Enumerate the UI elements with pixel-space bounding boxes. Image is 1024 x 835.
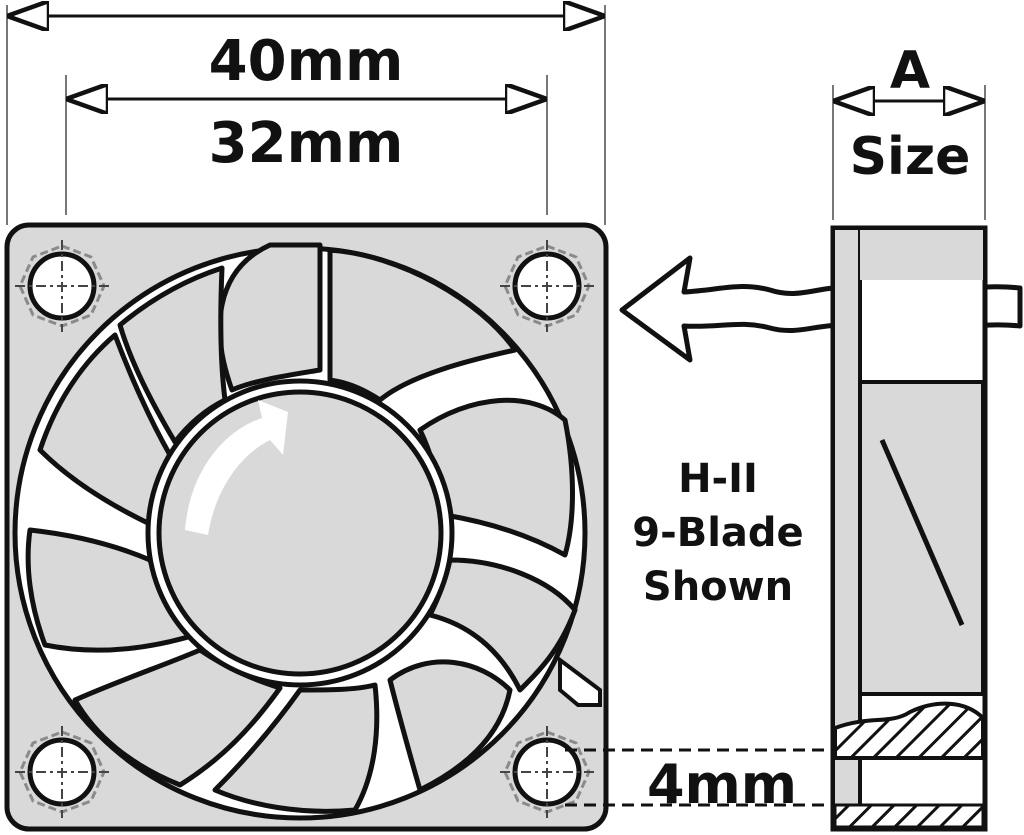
dimension-mount-offset: 4mm: [565, 748, 835, 816]
side-blade-line: [879, 439, 965, 626]
hole-spacing-label: 32mm: [209, 111, 404, 176]
side-bottom-flange: [833, 803, 985, 829]
blade: [212, 682, 380, 814]
blade: [387, 659, 513, 793]
dimension-outer-width: 40mm: [6, 5, 606, 225]
mounting-hole-top-right: [500, 240, 595, 332]
wire-notch: [558, 656, 602, 707]
mounting-hole-top-left: [15, 240, 110, 332]
side-body: [858, 380, 985, 696]
fan-side-view: [830, 225, 988, 832]
fan-blades: [25, 242, 578, 814]
note-line-3: Shown: [643, 564, 793, 610]
blade: [327, 247, 518, 403]
fan-front-view: [4, 222, 609, 832]
mounting-hole-bottom-right: [500, 726, 595, 818]
side-cutaway-hatch: [833, 701, 985, 760]
wavy-arrow-left-icon: [619, 255, 1023, 363]
dimension-hole-spacing: 32mm: [65, 75, 548, 215]
mount-offset-label: 4mm: [647, 753, 797, 816]
note-line-1: H-II: [678, 456, 758, 502]
dimension-thickness: A Size: [832, 41, 986, 220]
mounting-hole-bottom-left: [15, 726, 110, 818]
side-top-flange: [860, 230, 983, 280]
thickness-letter-label: A: [890, 41, 930, 101]
outer-width-label: 40mm: [209, 29, 404, 94]
note-line-2: 9-Blade: [632, 510, 803, 556]
curved-arrow-icon: [185, 400, 288, 535]
thickness-word-label: Size: [850, 127, 971, 187]
model-note: H-II 9-Blade Shown: [632, 456, 803, 610]
